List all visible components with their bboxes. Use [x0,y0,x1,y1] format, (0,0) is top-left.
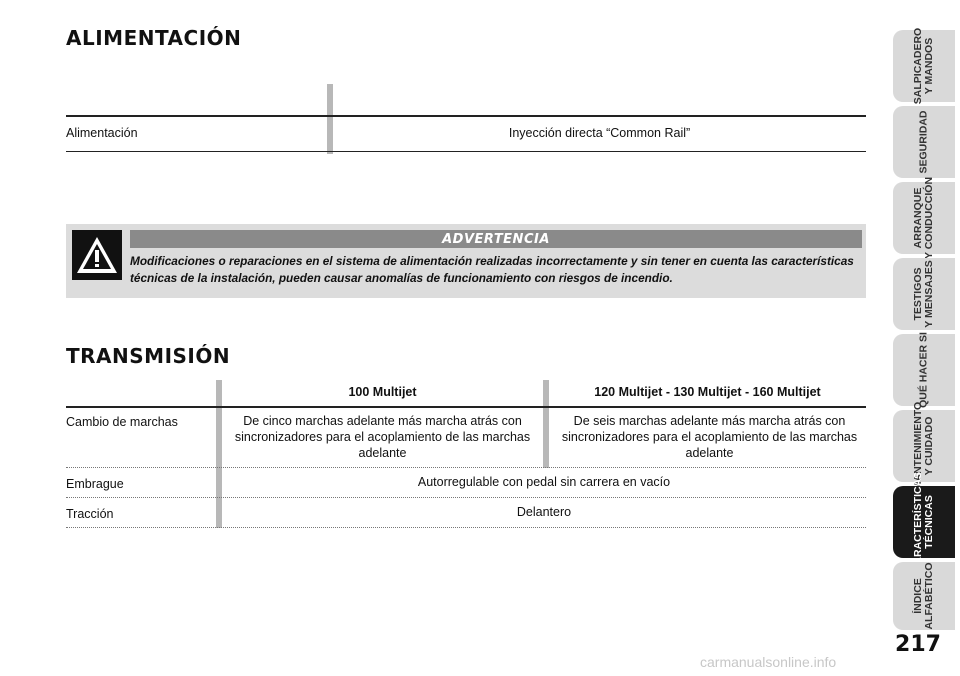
watermark: carmanualsonline.info [700,654,837,670]
tab-que-hacer-si[interactable]: QUÉ HACER SI [893,332,955,408]
label-column-divider [216,380,222,528]
column-header-100: 100 Multijet [348,385,417,399]
alimentacion-title: ALIMENTACIÓN [66,26,242,50]
cell-cambio-120-160: De seis marchas adelante más marcha atrá… [561,414,858,460]
column-divider [327,84,333,154]
tab-label: SEGURIDAD [917,110,930,174]
tab-mantenimiento[interactable]: MANTENIMIENTO Y CUIDADO [893,402,955,490]
model-column-divider [543,380,549,468]
warning-triangle-icon [72,230,122,280]
tab-label: ÍNDICE ALFABÉTICO [912,562,935,630]
page-number: 217 [895,632,941,657]
tab-indice[interactable]: ÍNDICE ALFABÉTICO [893,562,955,630]
cell-cambio-100: De cinco marchas adelante más marcha atr… [234,414,531,460]
tab-label: TESTIGOS Y MENSAJES [912,260,935,328]
row-label-embrague: Embrague [66,477,124,491]
row-divider [66,527,866,528]
tab-arranque[interactable]: ARRANQUE Y CONDUCCIÓN [893,177,955,259]
tab-label: CARACTERÍSTICAS TÉCNICAS [912,471,935,573]
table-header-rule [66,406,866,408]
cell-embrague: Autorregulable con pedal sin carrera en … [417,475,671,489]
warning-header: ADVERTENCIA [130,230,862,248]
row-label-cambio: Cambio de marchas [66,415,178,429]
cell-traccion: Delantero [516,505,572,519]
tab-label: SALPICADERO Y MANDOS [912,27,935,105]
transmision-title: TRANSMISIÓN [66,344,231,368]
table-bottom-rule [66,151,866,152]
column-header-120-160: 120 Multijet - 130 Multijet - 160 Multij… [594,385,821,399]
tab-caracteristicas[interactable]: CARACTERÍSTICAS TÉCNICAS [893,472,955,572]
alimentacion-row-value: Inyección directa “Common Rail” [508,126,691,140]
alimentacion-row-label: Alimentación [66,126,138,140]
warning-text: Modificaciones o reparaciones en el sist… [130,254,854,285]
table-header-rule [66,115,866,117]
tab-seguridad[interactable]: SEGURIDAD [893,106,955,178]
row-divider [66,497,866,498]
row-divider [66,467,866,468]
tab-label: ARRANQUE Y CONDUCCIÓN [912,176,935,260]
tab-testigos[interactable]: TESTIGOS Y MENSAJES [893,258,955,330]
row-label-traccion: Tracción [66,507,114,521]
tab-label: QUÉ HACER SI [917,332,930,408]
tab-salpicadero[interactable]: SALPICADERO Y MANDOS [893,27,955,105]
